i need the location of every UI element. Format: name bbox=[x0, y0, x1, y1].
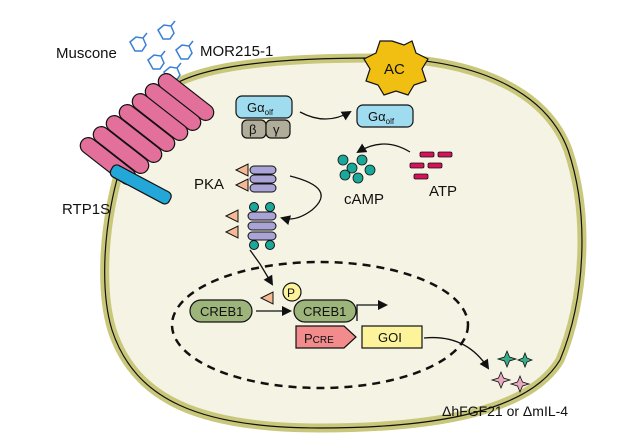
pka-inactive bbox=[234, 163, 277, 193]
g-alpha-right-sub: olf bbox=[386, 117, 395, 126]
creb1-phosphorylated bbox=[293, 299, 357, 323]
pka-label: PKA bbox=[194, 176, 224, 193]
beta-label: β bbox=[249, 122, 256, 137]
rtp1s-label: RTP1S bbox=[62, 201, 110, 218]
arrow-pka-activation bbox=[280, 175, 322, 226]
receptor-label: MOR215-1 bbox=[200, 43, 273, 60]
rtp1s-protein bbox=[109, 164, 172, 205]
g-alpha-right-text: Gα bbox=[368, 109, 386, 124]
atp-molecules bbox=[409, 151, 453, 180]
arrow-g-protein-activation bbox=[299, 110, 352, 121]
creb1-phos-label: CREB1 bbox=[303, 304, 346, 319]
phosphate-icon bbox=[282, 282, 302, 302]
muscone-molecule-icon bbox=[147, 50, 166, 70]
arrow-atp-to-camp bbox=[356, 143, 411, 154]
arrow-secretion bbox=[423, 336, 490, 370]
gamma-label: γ bbox=[273, 122, 280, 137]
muscone-molecules bbox=[129, 20, 194, 82]
gamma-subunit bbox=[265, 119, 291, 139]
muscone-molecule-icon bbox=[175, 40, 194, 60]
star-icon bbox=[496, 349, 518, 369]
promoter-pcre bbox=[295, 325, 357, 349]
camp-molecules bbox=[337, 154, 376, 184]
atp-label: ATP bbox=[429, 183, 457, 200]
muscone-molecule-icon bbox=[129, 32, 148, 52]
svg-text:Gαolf: Gαolf bbox=[247, 100, 274, 117]
svg-text:PCRE: PCRE bbox=[304, 331, 334, 346]
secreted-products bbox=[490, 349, 534, 394]
muscone-molecule-icon bbox=[157, 20, 176, 40]
star-icon bbox=[490, 370, 512, 390]
g-alpha-left-text: Gα bbox=[247, 100, 265, 115]
phosphate-label: P bbox=[287, 286, 295, 300]
output-label: ΔhFGF21 or ΔmIL-4 bbox=[442, 403, 568, 419]
goi-gene bbox=[361, 325, 423, 349]
pka-active bbox=[224, 202, 277, 250]
nucleus-boundary bbox=[170, 260, 470, 390]
g-alpha-olf-right bbox=[356, 104, 414, 128]
adenylyl-cyclase bbox=[363, 40, 429, 96]
goi-label: GOI bbox=[378, 330, 402, 345]
svg-text:Gαolf: Gαolf bbox=[368, 109, 395, 126]
arrow-pka-to-nucleus bbox=[249, 249, 274, 286]
transcription-start-arrow bbox=[356, 300, 388, 321]
creb1-unphosphorylated bbox=[189, 299, 253, 323]
camp-label: cAMP bbox=[344, 191, 384, 208]
creb1-unphos-label: CREB1 bbox=[200, 304, 243, 319]
pka-catalytic-fragment bbox=[259, 291, 274, 305]
star-icon bbox=[509, 374, 531, 394]
ac-label: AC bbox=[384, 61, 405, 78]
g-protein-complex: Gαolf β γ bbox=[235, 95, 293, 139]
g-alpha-olf-left bbox=[235, 95, 293, 119]
promoter-sub-text: CRE bbox=[313, 335, 334, 346]
g-alpha-left-sub: olf bbox=[265, 108, 274, 117]
promoter-main-text: P bbox=[304, 331, 313, 346]
star-icon bbox=[516, 351, 534, 369]
muscone-label: Muscone bbox=[56, 45, 117, 62]
